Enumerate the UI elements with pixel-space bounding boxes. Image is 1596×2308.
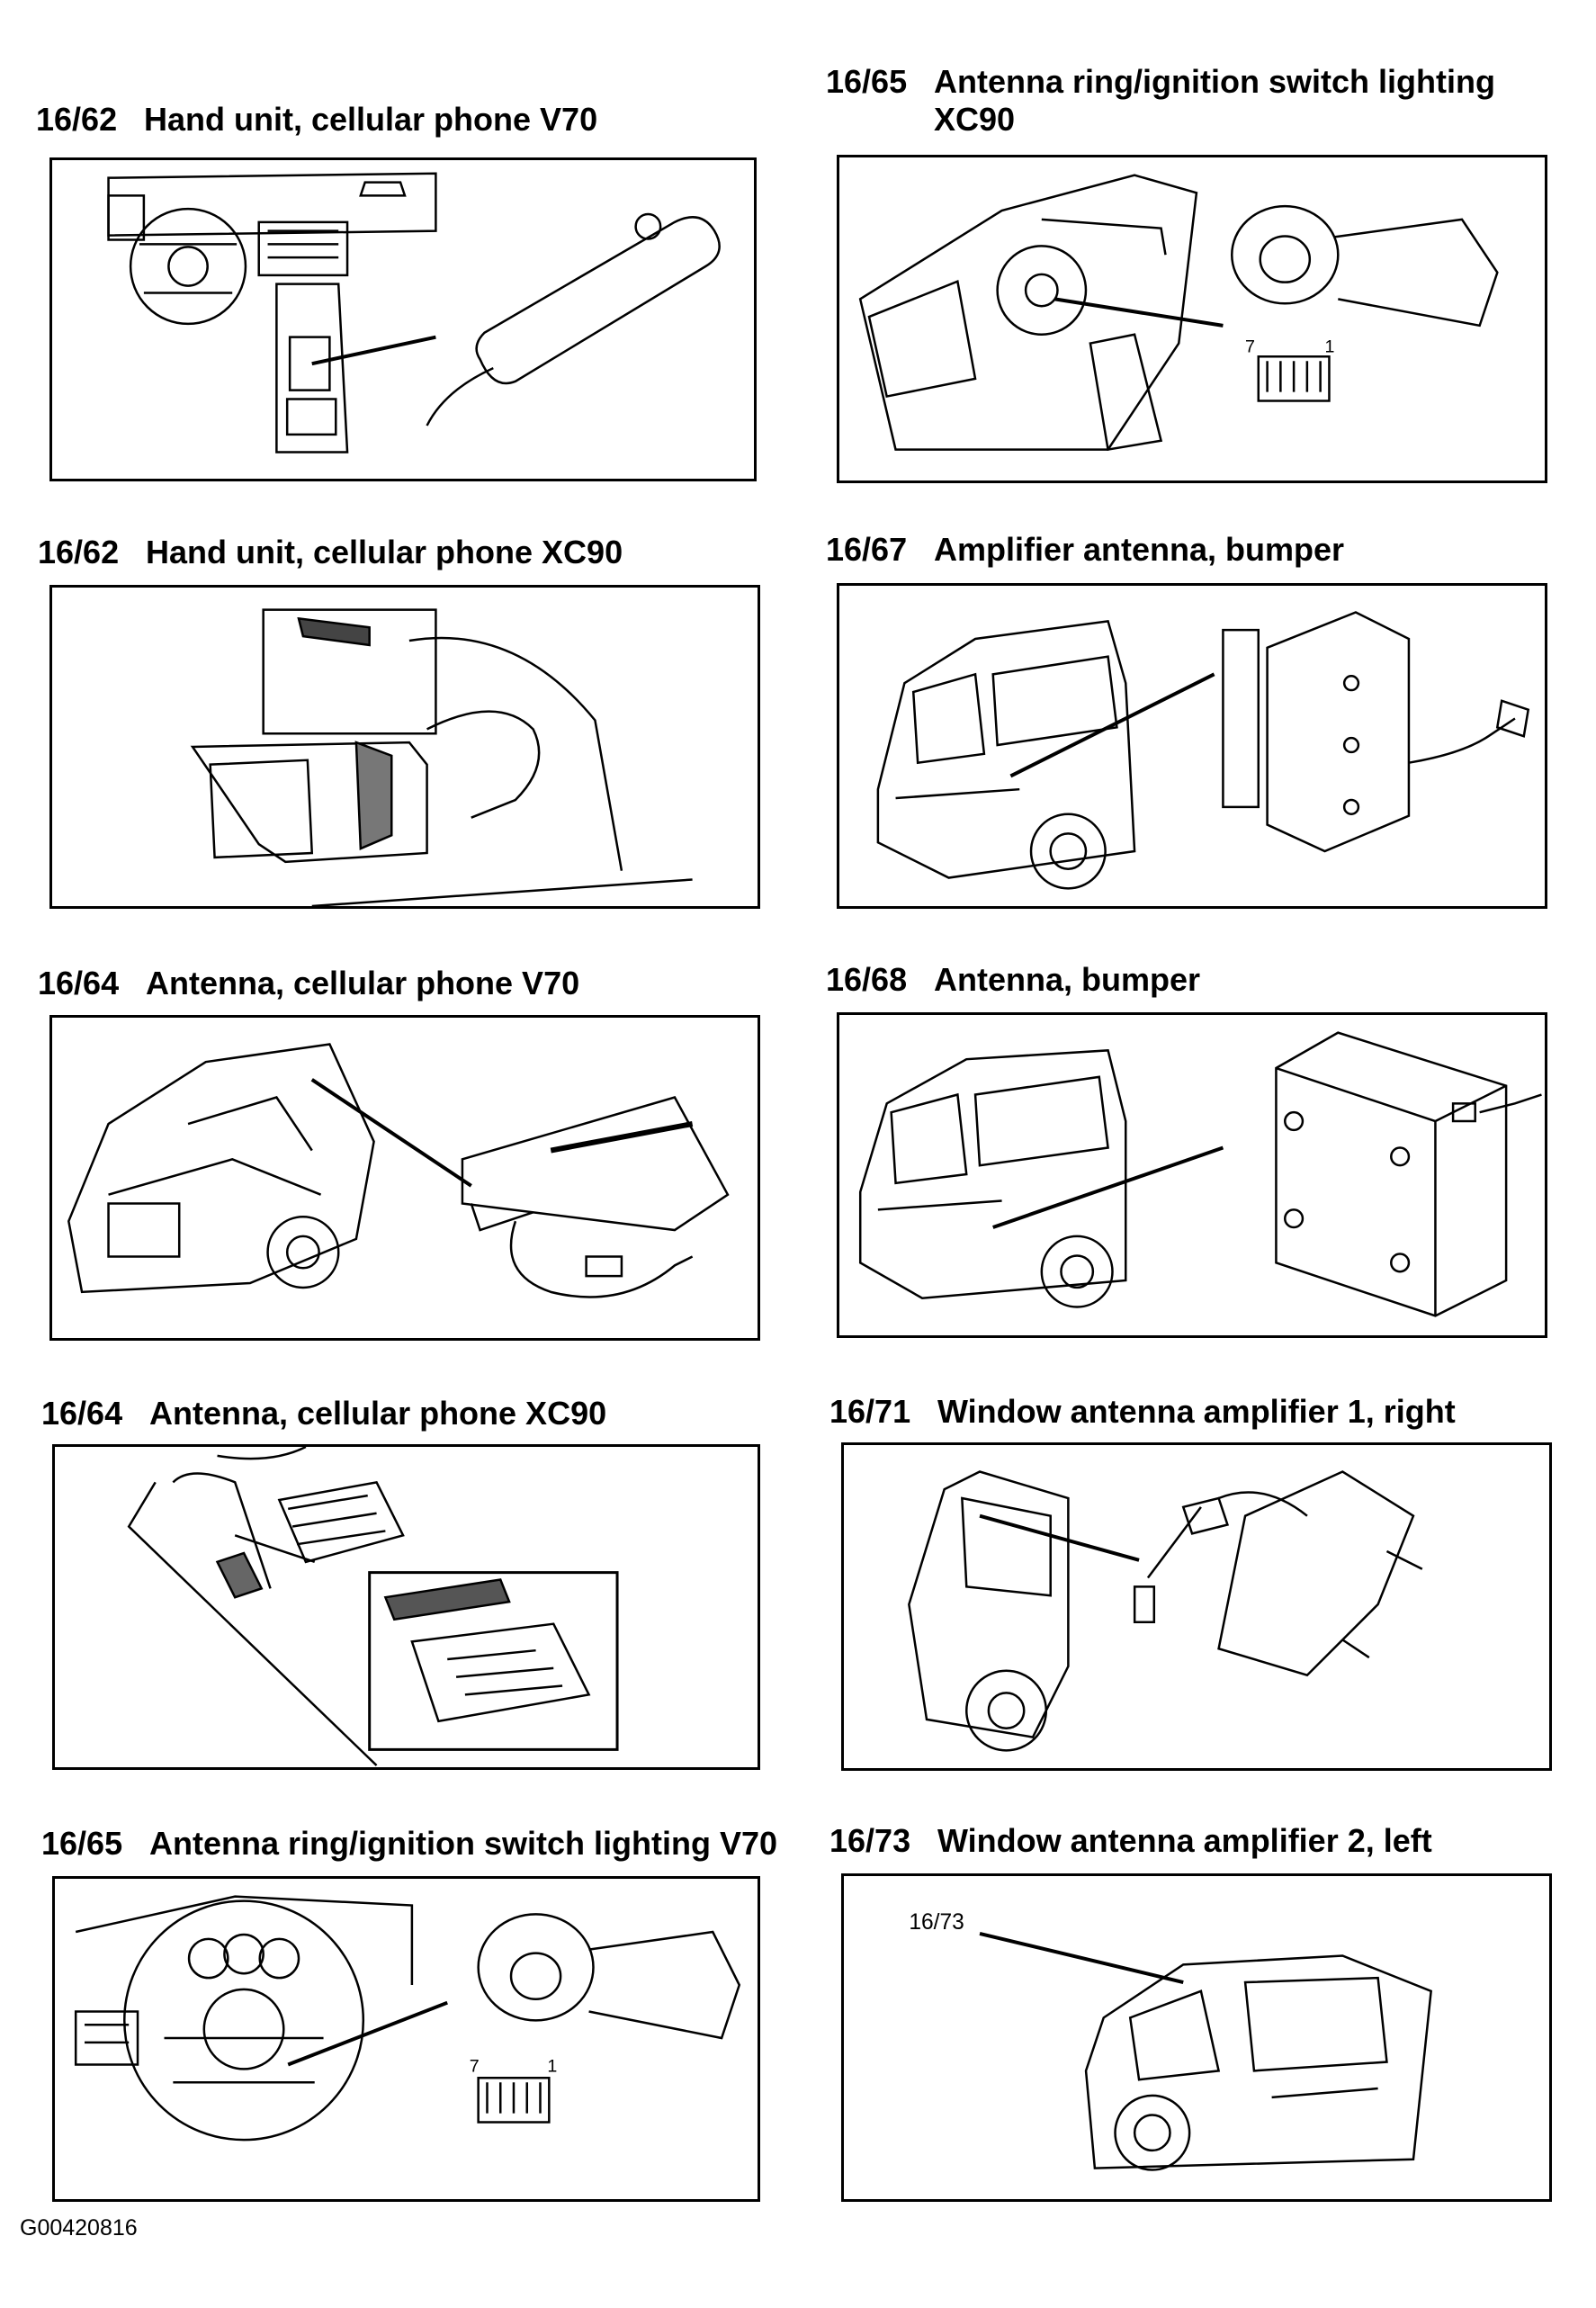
panel-title-text: Antenna, cellular phone V70 [146, 965, 580, 1001]
panel-title: 16/65 Antenna ring/ignition switch lighti… [826, 63, 1510, 139]
panel-title: 16/65 Antenna ring/ignition switch lighti… [41, 1825, 777, 1863]
panel-title-text: Antenna, bumper [934, 961, 1201, 998]
panel-title: 16/67 Amplifier antenna, bumper [826, 531, 1344, 569]
panel-title-text: Antenna, cellular phone XC90 [149, 1395, 607, 1432]
panel-number: 16/73 [829, 1822, 911, 1859]
panel-number: 16/65 [826, 63, 908, 100]
panel-number: 16/65 [41, 1825, 123, 1862]
illustration-antenna-ring-xc90: 7 1 [837, 155, 1547, 483]
panel-number: 16/62 [36, 101, 118, 138]
pin-label-7: 7 [1245, 337, 1255, 356]
illustration-antenna-cellular-v70 [49, 1015, 760, 1341]
panel-title-text: Amplifier antenna, bumper [934, 531, 1345, 568]
panel-number: 16/64 [41, 1395, 123, 1432]
panel-title-text: Hand unit, cellular phone V70 [144, 101, 598, 138]
panel-number: 16/68 [826, 961, 908, 998]
panel-title: 16/62 Hand unit, cellular phone V70 [36, 101, 597, 139]
panel-number: 16/67 [826, 531, 908, 568]
document-code: G00420816 [20, 2215, 138, 2241]
illustration-hand-unit-v70 [49, 157, 757, 481]
panel-number: 16/62 [38, 534, 120, 570]
panel-title: 16/64 Antenna, cellular phone XC90 [41, 1395, 606, 1432]
panel-title: 16/71 Window antenna amplifier 1, right [829, 1393, 1456, 1431]
pin-label-7: 7 [470, 2056, 480, 2076]
panel-title: 16/62 Hand unit, cellular phone XC90 [38, 534, 623, 571]
panel-title-text: Antenna ring/ignition switch lighting XC… [934, 63, 1495, 138]
callout-label: 16/73 [909, 1910, 964, 1935]
panel-title-text: Antenna ring/ignition switch lighting V7… [149, 1825, 777, 1862]
panel-title: 16/73 Window antenna amplifier 2, left [829, 1822, 1432, 1860]
illustration-hand-unit-xc90 [49, 585, 760, 909]
illustration-window-antenna-amp-1 [841, 1442, 1552, 1771]
illustration-antenna-bumper [837, 1012, 1547, 1338]
pin-label-1: 1 [547, 2056, 557, 2076]
panel-title-text: Window antenna amplifier 2, left [937, 1822, 1432, 1859]
panel-title-text: Hand unit, cellular phone XC90 [146, 534, 623, 570]
panel-number: 16/71 [829, 1393, 911, 1430]
panel-title: 16/68 Antenna, bumper [826, 961, 1200, 999]
panel-number: 16/64 [38, 965, 120, 1001]
illustration-amplifier-antenna-bumper [837, 583, 1547, 909]
panel-title-text: Window antenna amplifier 1, right [937, 1393, 1456, 1430]
panel-title: 16/64 Antenna, cellular phone V70 [38, 965, 579, 1002]
illustration-antenna-ring-v70: 7 1 [52, 1876, 760, 2202]
illustration-antenna-cellular-xc90 [52, 1444, 760, 1770]
pin-label-1: 1 [1325, 337, 1335, 356]
illustration-window-antenna-amp-2: 16/73 [841, 1873, 1552, 2202]
